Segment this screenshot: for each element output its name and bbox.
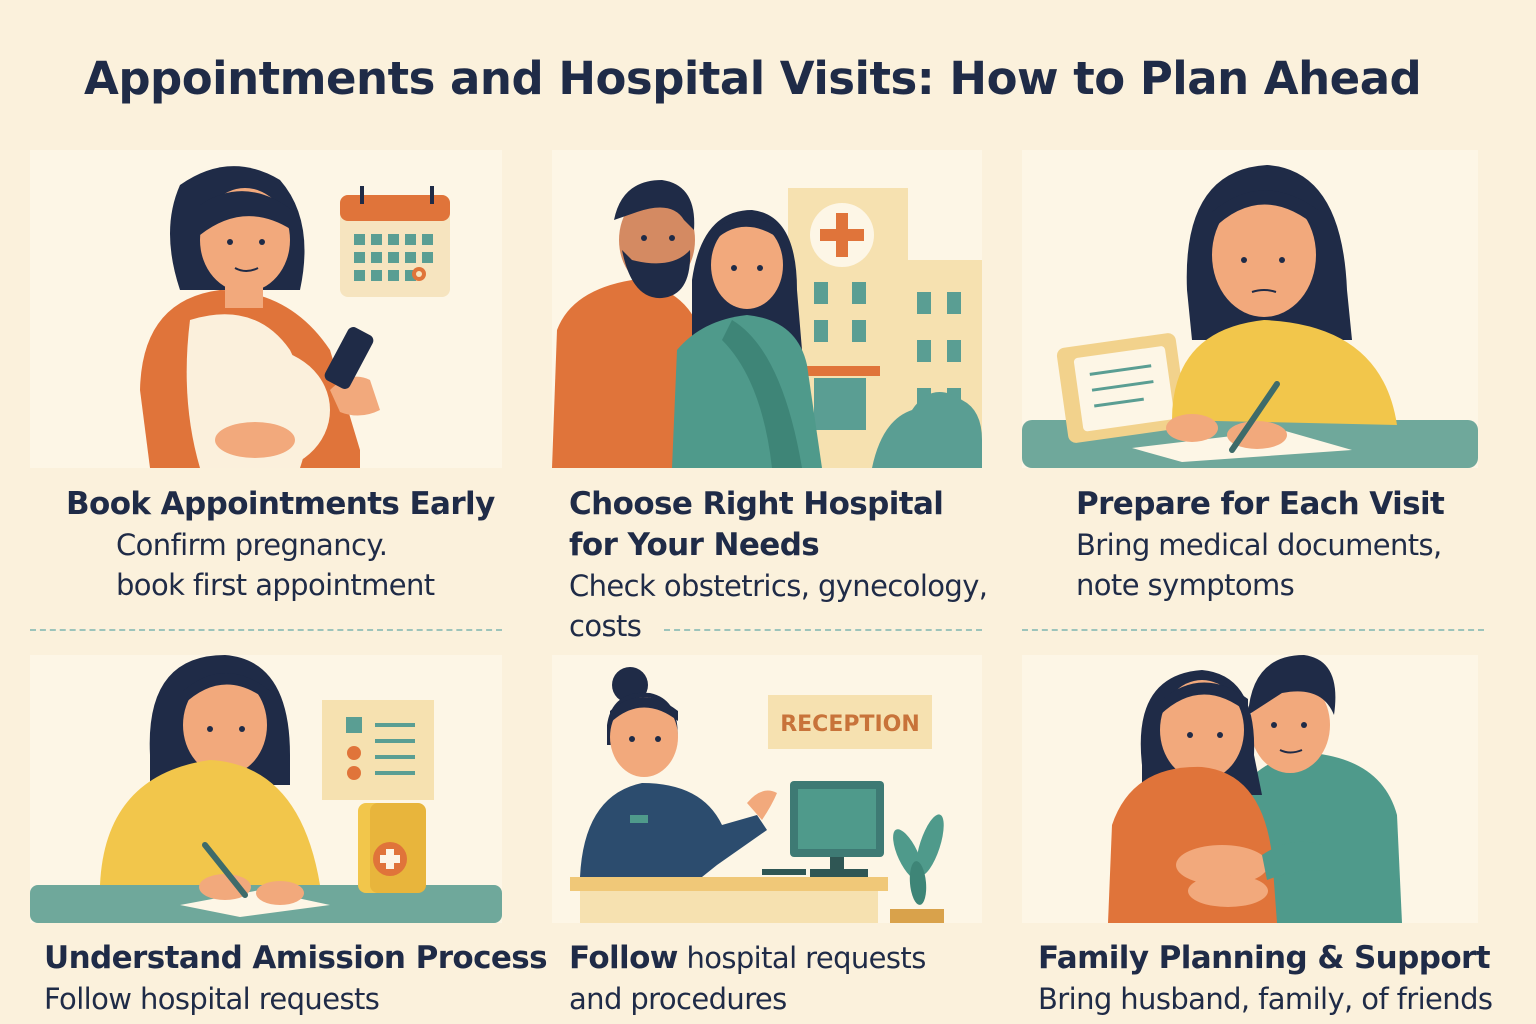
card-heading-inline-row: Follow hospital requests [569, 938, 926, 979]
divider [664, 629, 982, 631]
card-heading: Prepare for Each Visit [1076, 486, 1445, 522]
illustration-book-appointments [30, 150, 502, 468]
card-description-inline: hospital requests [686, 941, 926, 975]
illustration-prepare-visit [1022, 150, 1478, 468]
illustration-admission-process [30, 655, 502, 923]
reception-sign-text: RECEPTION [780, 712, 920, 737]
card-family-support: Family Planning & Support Bring husband,… [1038, 938, 1493, 1019]
card-description-line: Bring husband, family, of friends [1038, 982, 1493, 1016]
card-prepare-visit: Prepare for Each Visit Bring medical doc… [1076, 484, 1445, 605]
computer-monitor-icon [762, 781, 884, 877]
calendar-icon [340, 186, 450, 297]
illustration-choose-hospital [552, 150, 982, 468]
card-heading: Family Planning & Support [1038, 940, 1491, 976]
card-description-line: Confirm pregnancy. [116, 528, 388, 562]
card-book-appointments: Book Appointments Early Confirm pregnanc… [66, 484, 495, 605]
illustration-reception: RECEPTION [552, 655, 982, 923]
page-title: Appointments and Hospital Visits: How to… [84, 52, 1422, 105]
divider [1022, 629, 1484, 631]
card-heading: Understand Amission Process [44, 940, 548, 976]
divider [30, 629, 502, 631]
card-follow-procedures: Follow hospital requests and procedures [569, 938, 926, 1019]
card-admission-process: Understand Amission Process Follow hospi… [44, 938, 548, 1019]
reception-sign [768, 695, 932, 749]
card-description-line: Bring medical documents, [1076, 528, 1442, 562]
card-heading-line: Choose Right Hospital [569, 486, 944, 522]
card-description-line: book first appointment [116, 568, 435, 602]
card-description-line: and procedures [569, 982, 787, 1016]
card-description-line: costs [569, 609, 642, 643]
card-heading: Book Appointments Early [66, 486, 495, 522]
card-heading: Follow [569, 940, 678, 976]
card-description-line: Follow hospital requests [44, 982, 380, 1016]
first-aid-kit-icon [358, 803, 426, 893]
card-choose-hospital: Choose Right Hospital for Your Needs Che… [569, 484, 988, 646]
hospital-cross-icon [810, 203, 874, 267]
illustration-family-support [1022, 655, 1478, 923]
potted-plant-icon [890, 814, 944, 923]
card-heading-line: for Your Needs [569, 527, 820, 563]
card-description-line: Check obstetrics, gynecology, [569, 569, 988, 603]
card-description-line: note symptoms [1076, 568, 1295, 602]
clipboard-icon [1056, 333, 1188, 443]
